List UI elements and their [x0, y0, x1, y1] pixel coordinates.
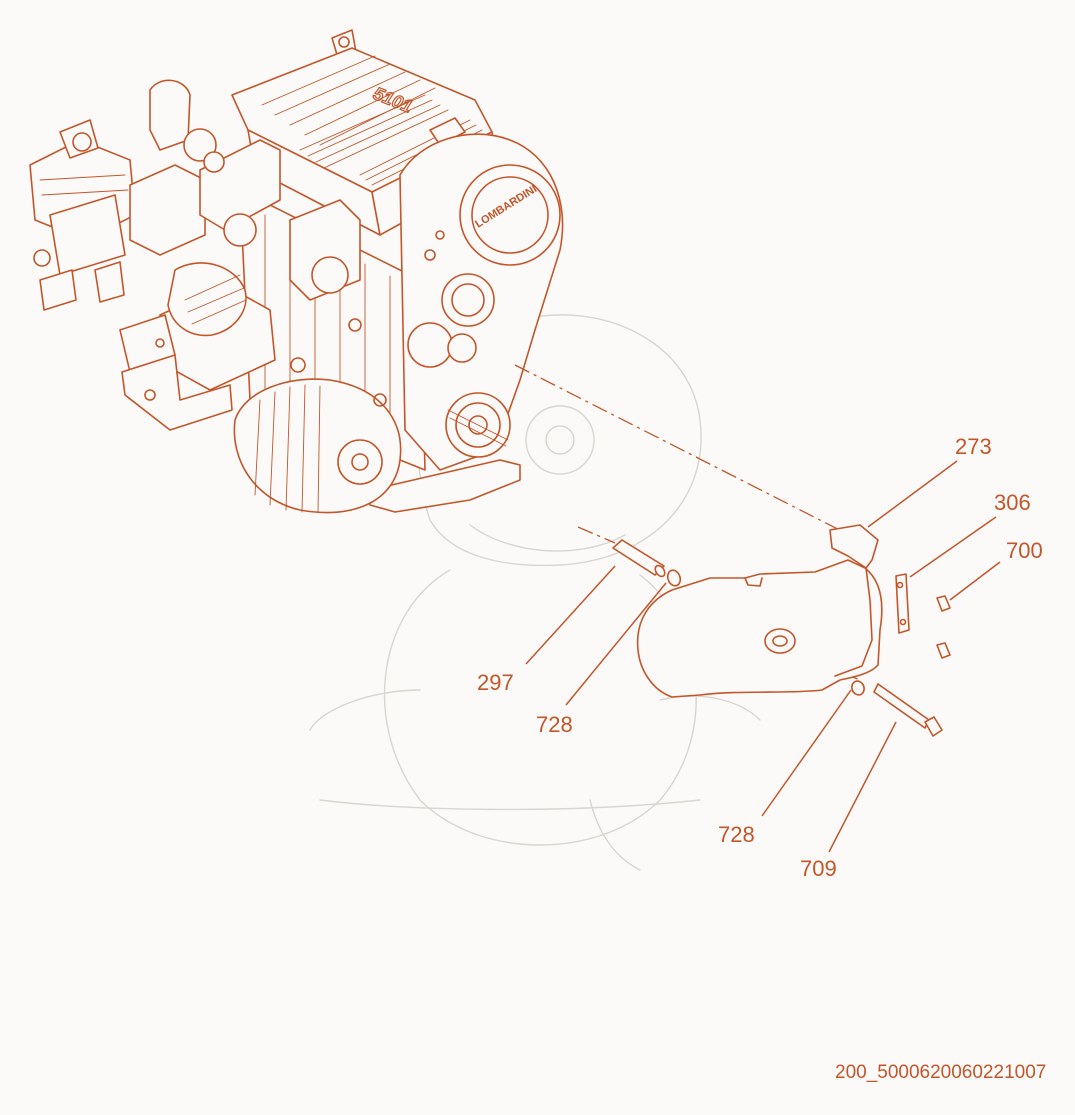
- engine-assembly: 5101 LOMBARDINI: [29, 29, 564, 514]
- drawing-code: 200_5000620060221007: [835, 1062, 1047, 1083]
- label-306: 306: [994, 490, 1031, 515]
- axis-line-bracket: [514, 364, 876, 549]
- label-728-lower: 728: [718, 822, 755, 847]
- bolt-part-709: [873, 683, 943, 737]
- washer-part-728-b: [851, 680, 865, 696]
- label-728-upper: 728: [536, 712, 573, 737]
- washer-part-728-a: [666, 569, 682, 587]
- leader-lines: [525, 460, 1001, 853]
- screw-part-700: [936, 595, 951, 659]
- axis-line-pin: [577, 526, 616, 544]
- shim-part-306: [895, 573, 910, 634]
- label-700: 700: [1006, 538, 1043, 563]
- pin-part-297: [612, 539, 666, 578]
- bracket-part-273: [636, 524, 883, 698]
- label-709: 709: [800, 856, 837, 881]
- label-273: 273: [955, 434, 992, 459]
- label-297: 297: [477, 670, 514, 695]
